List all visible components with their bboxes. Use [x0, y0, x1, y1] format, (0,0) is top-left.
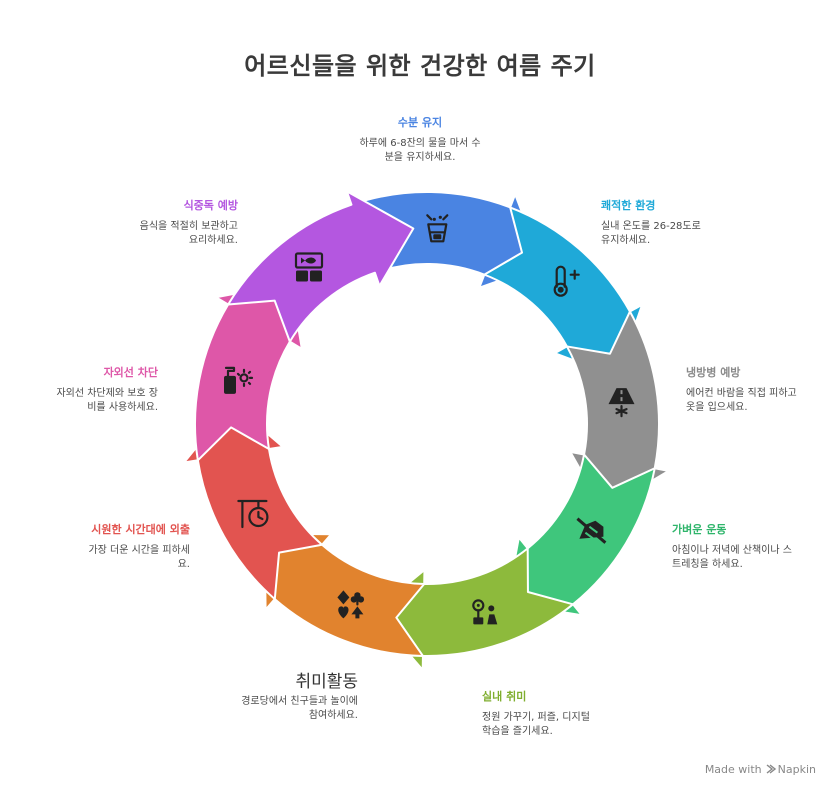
label-indoor-heading: 실내 취미	[482, 690, 527, 703]
label-uv-heading: 자외선 차단	[103, 366, 158, 379]
label-exercise-body: 아침이나 저녁에 산책이나 스트레칭을 하세요.	[672, 545, 792, 570]
label-cooling-heading: 냉방병 예방	[686, 366, 741, 379]
label-outing-heading: 시원한 시간대에 외출	[91, 523, 190, 536]
label-food: 식중독 예방 음식을 적절히 보관하고 요리하세요.	[128, 199, 238, 248]
label-hobby-heading: 취미활동	[295, 672, 358, 692]
label-hobby-body: 경로당에서 친구들과 놀이에 참여하세요.	[241, 696, 358, 721]
flower-person-icon	[472, 599, 498, 625]
diagram-title: 어르신들을 위한 건강한 여름 주기	[244, 52, 596, 80]
label-exercise: 가벼운 운동 아침이나 저녁에 산책이나 스트레칭을 하세요.	[672, 523, 792, 572]
label-comfort-body: 실내 온도를 26-28도로 유지하세요.	[601, 221, 701, 246]
label-uv-body: 자외선 차단제와 보호 장비를 사용하세요.	[56, 388, 158, 413]
road-snow-icon	[608, 388, 635, 418]
label-food-body: 음식을 적절히 보관하고 요리하세요.	[139, 221, 238, 246]
footer-brand: Napkin	[777, 763, 816, 776]
label-cooling: 냉방병 예방 에어컨 바람을 직접 피하고 옷을 입으세요.	[686, 366, 801, 415]
label-uv: 자외선 차단 자외선 차단제와 보호 장비를 사용하세요.	[50, 366, 158, 415]
label-hydration-body: 하루에 6-8잔의 물을 마서 수분을 유지하세요.	[359, 138, 481, 163]
label-comfort: 쾌적한 환경 실내 온도를 26-28도로 유지하세요.	[601, 199, 711, 248]
drink-cup-icon	[426, 214, 449, 243]
label-comfort-heading: 쾌적한 환경	[601, 199, 656, 212]
no-shoe-icon	[576, 517, 607, 544]
label-outing: 시원한 시간대에 외출 가장 더운 시간을 피하세요.	[80, 523, 190, 572]
clock-sign-icon	[237, 499, 269, 529]
label-cooling-body: 에어컨 바람을 직접 피하고 옷을 입으세요.	[686, 388, 797, 413]
label-indoor-body: 정원 가꾸기, 퍼즐, 디지털 학습을 즐기세요.	[482, 712, 590, 737]
napkin-logo-icon	[766, 764, 776, 774]
sunscreen-sun-icon	[224, 366, 254, 394]
fridge-fish-icon	[294, 252, 324, 282]
label-food-heading: 식중독 예방	[183, 199, 238, 212]
footer-attribution[interactable]: Made with Napkin	[705, 763, 816, 776]
label-hydration: 수분 유지 하루에 6-8잔의 물을 마서 수분을 유지하세요.	[355, 116, 485, 165]
footer-made-with: Made with	[704, 763, 762, 776]
label-hobby: 취미활동 경로당에서 친구들과 놀이에 참여하세요.	[230, 672, 358, 723]
label-indoor: 실내 취미 정원 가꾸기, 퍼즐, 디지털 학습을 즐기세요.	[482, 690, 602, 739]
label-outing-body: 가장 더운 시간을 피하세요.	[88, 545, 190, 570]
label-exercise-heading: 가벼운 운동	[672, 523, 727, 536]
thermometer-plus-icon	[553, 265, 580, 297]
card-suits-icon	[337, 590, 365, 619]
label-hydration-heading: 수분 유지	[397, 116, 443, 129]
